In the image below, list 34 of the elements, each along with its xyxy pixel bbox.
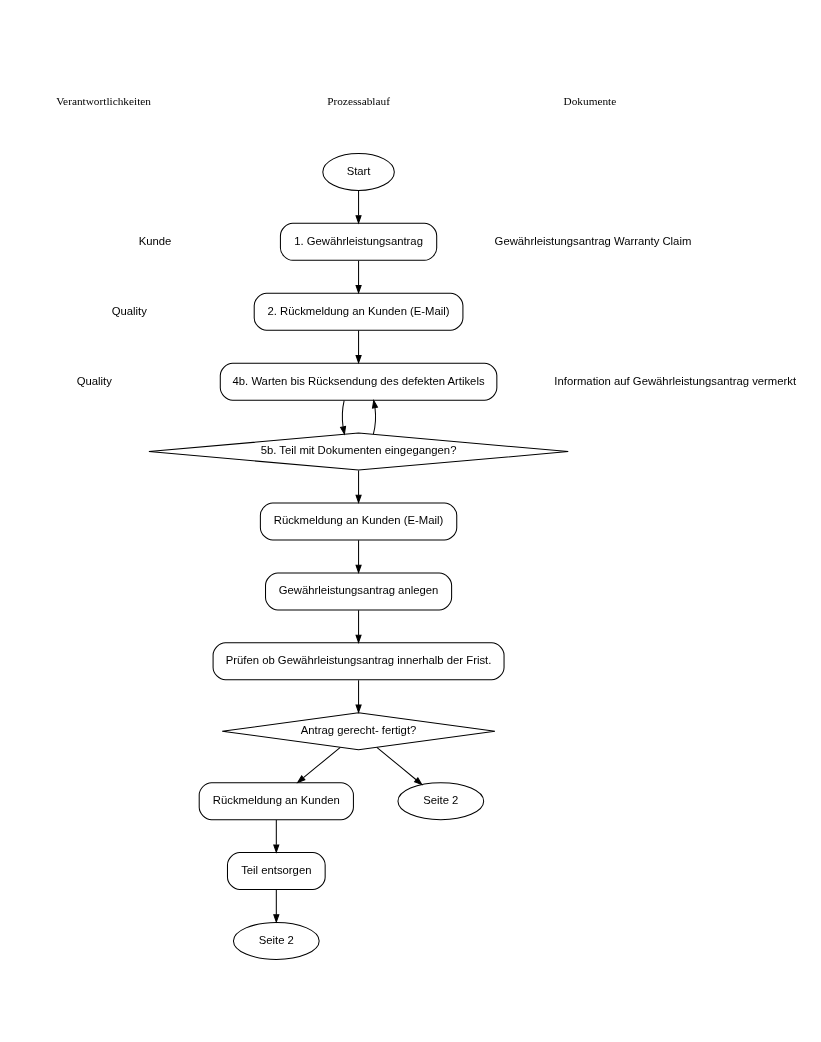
node-box: Gewährleistungsantrag anlegen	[264, 571, 452, 610]
arrow	[371, 398, 378, 435]
node-diamond: Antrag gerecht- fertigt?	[221, 711, 495, 750]
arrow	[354, 469, 362, 504]
node-box: 1. Gewährleistungsantrag	[279, 222, 437, 261]
label: Dokumente	[563, 94, 616, 107]
node-box: Teil entsorgen	[226, 851, 326, 890]
node-box: Rückmeldung an Kunden (E-Mail)	[259, 501, 457, 541]
arrow	[272, 888, 280, 924]
label: Quality	[111, 304, 147, 317]
node-box: Prüfen ob Gewährleistungsantrag innerhalb der Frist.	[212, 641, 505, 680]
label: Verantwortlichkeiten	[55, 94, 151, 107]
node-diamond: 5b. Teil mit Dokumenten eingegangen?	[147, 432, 569, 471]
node-box: 2. Rückmeldung an Kunden (E-Mail)	[253, 292, 463, 331]
node-ellipse: Seite 2	[232, 921, 320, 960]
node-ellipse: Start	[321, 152, 395, 191]
label: Prozessablauf	[326, 94, 390, 107]
label: Gewährleistungsantrag Warranty Claim	[494, 234, 691, 247]
label: Kunde	[138, 234, 171, 247]
arrow	[354, 259, 362, 294]
arrow	[272, 819, 280, 854]
arrow	[354, 609, 362, 644]
label: Information auf Gewährleistungsantrag vermerkt	[553, 374, 796, 387]
arrow	[375, 746, 423, 785]
arrow	[354, 679, 362, 714]
arrow	[296, 746, 341, 783]
node-box: Rückmeldung an Kunden	[198, 781, 354, 820]
node-box: 4b. Warten bis Rücksendung des defekten Artikels	[219, 362, 497, 401]
label: Quality	[76, 374, 112, 387]
arrow	[354, 329, 362, 364]
node-ellipse: Seite 2	[396, 781, 484, 820]
arrow	[354, 539, 362, 574]
arrow	[354, 189, 362, 224]
arrow	[339, 399, 346, 436]
